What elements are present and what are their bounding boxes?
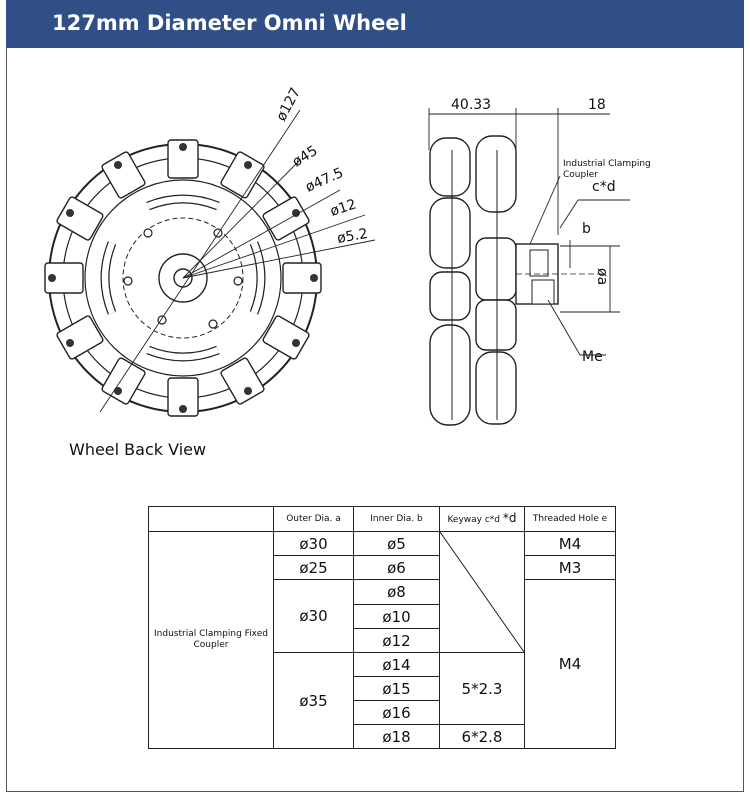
coupler-spec-table: Outer Dia. a Inner Dia. b Keyway c*d *d … <box>148 506 616 749</box>
keyway-diagonal-cell <box>439 531 525 653</box>
keyway-5x2-3: 5*2.3 <box>439 652 525 725</box>
outer-dia-group-4: ø35 <box>273 652 354 749</box>
header-inner-dia: Inner Dia. b <box>353 506 440 532</box>
dim-width: 40.33 <box>451 97 491 113</box>
inner-dia-14: ø14 <box>353 652 440 677</box>
coupler-label-line-1: Industrial Clamping <box>563 159 651 169</box>
outer-dia-group-3: ø30 <box>273 579 354 653</box>
keyway-6x2-8: 6*2.8 <box>439 724 525 749</box>
header-threaded-hole: Threaded Hole e <box>524 506 616 532</box>
inner-dia-8: ø8 <box>353 579 440 605</box>
roller-screws <box>48 143 318 413</box>
dim-127: ø127 <box>273 85 304 124</box>
dim-47-5: ø47.5 <box>303 165 346 196</box>
outer-dia-row-2: ø25 <box>273 555 354 580</box>
header-keyway: Keyway c*d *d <box>439 506 525 532</box>
roller-ring <box>44 139 322 417</box>
outer-dia-row-1: ø30 <box>273 531 354 556</box>
me-label: Me <box>582 349 603 365</box>
inner-dia-row-2: ø6 <box>353 555 440 580</box>
keyway-diagonal-line <box>440 532 524 652</box>
threaded-row-1: M4 <box>524 531 616 556</box>
dim-12: ø12 <box>328 196 358 219</box>
inner-dia-18: ø18 <box>353 724 440 749</box>
inner-dia-10: ø10 <box>353 604 440 629</box>
a-label: øa <box>594 268 610 285</box>
table-corner <box>148 506 274 532</box>
threaded-group-m4: M4 <box>524 579 616 749</box>
inner-dia-15: ø15 <box>353 676 440 701</box>
threaded-row-2: M3 <box>524 555 616 580</box>
b-label: b <box>582 221 591 237</box>
page-title: 127mm Diameter Omni Wheel <box>52 11 407 35</box>
back-view-caption: Wheel Back View <box>69 440 207 459</box>
coupler-label-line-2: Coupler <box>563 170 598 180</box>
dim-5-2: ø5.2 <box>336 226 369 247</box>
side-rollers <box>429 135 517 426</box>
lightening-slots <box>100 194 266 362</box>
dim-hub: 18 <box>588 97 606 113</box>
wheel-side-view: 40.33 18 <box>428 97 651 426</box>
header-outer-dia: Outer Dia. a <box>273 506 354 532</box>
content-frame <box>6 48 744 792</box>
inner-dia-16: ø16 <box>353 700 440 725</box>
header-keyway-extra: *d <box>502 511 517 525</box>
row-label-coupler: Industrial Clamping Fixed Coupler <box>148 531 274 749</box>
header-bar: 127mm Diameter Omni Wheel <box>6 0 744 48</box>
inner-dia-row-1: ø5 <box>353 531 440 556</box>
header-keyway-label: Keyway c*d <box>447 515 501 525</box>
inner-dia-12: ø12 <box>353 628 440 653</box>
keyway-label: c*d <box>592 179 616 195</box>
wheel-back-view: ø127 ø45 ø47.5 ø12 ø5.2 <box>44 85 376 417</box>
